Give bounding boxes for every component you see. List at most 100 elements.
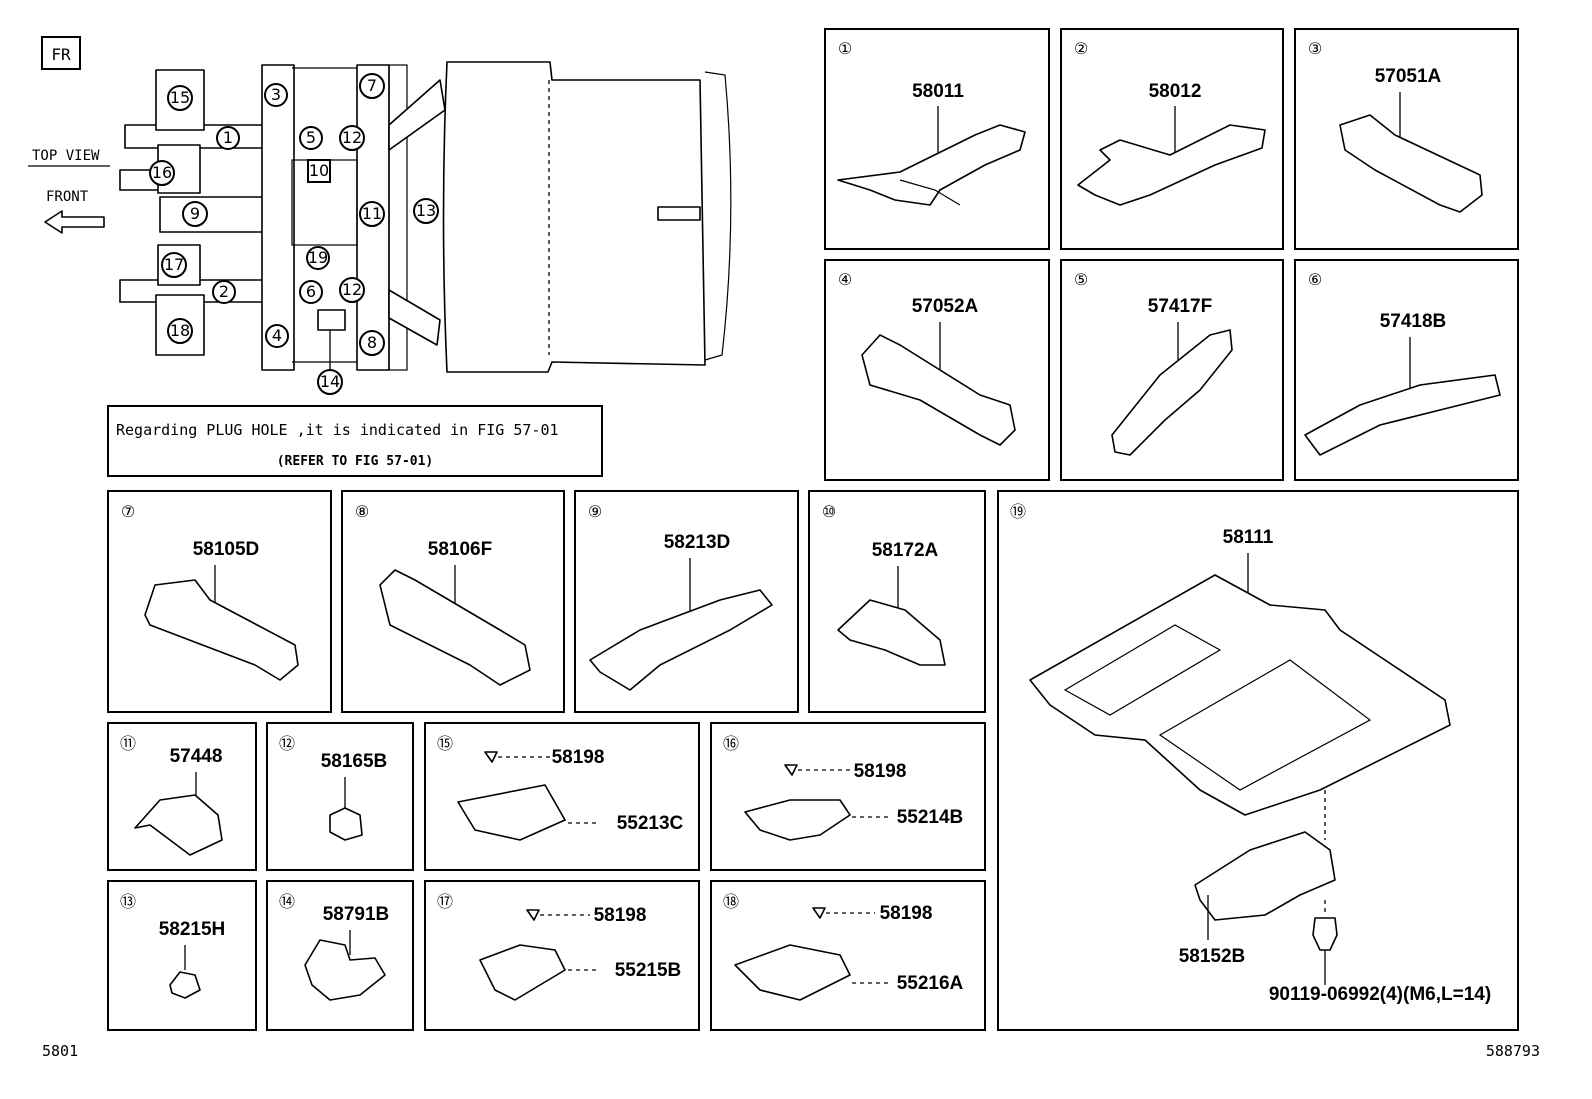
part-number: 58791B — [323, 904, 390, 925]
part-number: 55213C — [617, 813, 684, 834]
panel-19: ⑲ 58111 58152B 90119-06992(4)(M6,L=14) — [997, 490, 1519, 1031]
part-number: 55215B — [615, 960, 682, 981]
callout-3: 3 — [271, 85, 281, 104]
part-number-clip: 58198 — [854, 761, 907, 782]
panel-18: ⑱ 58198 55216A — [710, 880, 986, 1031]
part-number-clip: 58198 — [552, 747, 605, 768]
overview-diagram: FR TOP VIEW FRONT 15 1 3 5 7 — [28, 36, 732, 395]
part-number: 57052A — [912, 296, 979, 317]
callout-12a: 12 — [342, 128, 362, 147]
overview-callouts: 15 1 3 5 7 12 16 10 9 11 13 17 19 2 6 12… — [149, 73, 439, 395]
panel-num: ⑰ — [437, 892, 453, 911]
panel-num: ⑧ — [355, 502, 369, 521]
part-number: 55214B — [897, 807, 964, 828]
clip-icon — [812, 907, 826, 919]
part-number-90119: 90119-06992(4)(M6,L=14) — [1269, 984, 1491, 1005]
part-number: 58215H — [159, 919, 226, 940]
panel-15: ⑮ 58198 55213C — [424, 722, 700, 871]
panel-num: ⑯ — [723, 734, 739, 753]
part-number: 55216A — [897, 973, 964, 994]
part-number: 58011 — [912, 81, 964, 102]
callout-4: 4 — [272, 326, 282, 345]
panel-9: ⑨ 58213D — [574, 490, 799, 713]
clip-icon — [526, 909, 540, 921]
panel-1: ① 58011 — [824, 28, 1050, 250]
panel-7: ⑦ 58105D — [107, 490, 332, 713]
note-line-1: Regarding PLUG HOLE ,it is indicated in … — [116, 421, 559, 439]
callout-1: 1 — [223, 128, 233, 147]
clip-icon — [784, 764, 798, 776]
panel-num: ② — [1074, 39, 1088, 58]
note-line-2: (REFER TO FIG 57-01) — [277, 454, 434, 469]
floor-pan-shape — [1029, 574, 1451, 816]
callout-17: 17 — [164, 255, 184, 274]
callout-16: 16 — [152, 163, 172, 182]
panel-num: ⑱ — [723, 892, 739, 911]
panel-num: ⑥ — [1308, 270, 1322, 289]
callout-5: 5 — [306, 128, 316, 147]
part-number: 57448 — [170, 746, 223, 767]
callout-12b: 12 — [342, 280, 362, 299]
callout-2: 2 — [219, 282, 229, 301]
part-number: 57418B — [1380, 311, 1447, 332]
plug-hole-note — [107, 405, 603, 477]
part-number: 57417F — [1148, 296, 1212, 317]
panel-8: ⑧ 58106F — [341, 490, 565, 713]
bolt-icon — [1312, 917, 1338, 951]
panel-14: ⑭ 58791B — [266, 880, 414, 1031]
part-number: 58106F — [428, 539, 492, 560]
callout-7: 7 — [367, 76, 377, 95]
panel-3: ③ 57051A — [1294, 28, 1519, 250]
callout-14: 14 — [320, 372, 340, 391]
panel-17: ⑰ 58198 55215B — [424, 880, 700, 1031]
panel-num: ⑤ — [1074, 270, 1088, 289]
callout-9: 9 — [190, 204, 200, 223]
front-label: FRONT — [46, 189, 89, 205]
part-number-clip: 58198 — [594, 905, 647, 926]
panel-4: ④ 57052A — [824, 259, 1050, 481]
part-number: 57051A — [1375, 66, 1442, 87]
callout-13: 13 — [416, 201, 436, 220]
part-number: 58105D — [193, 539, 260, 560]
callout-15: 15 — [170, 88, 190, 107]
panel-num: ⑬ — [120, 892, 136, 911]
panel-5: ⑤ 57417F — [1060, 259, 1284, 481]
panel-11: ⑪ 57448 — [107, 722, 257, 871]
callout-8: 8 — [367, 333, 377, 352]
callout-6: 6 — [306, 282, 316, 301]
panel-num: ① — [838, 39, 852, 58]
panel-num: ⑪ — [120, 734, 136, 753]
footer-left-code: 5801 — [42, 1042, 78, 1060]
part-number: 58213D — [664, 532, 731, 553]
panel-12: ⑫ 58165B — [266, 722, 414, 871]
callout-11: 11 — [362, 204, 382, 223]
part-number-58152b: 58152B — [1179, 946, 1246, 967]
panel-num: ③ — [1308, 39, 1322, 58]
part-number: 58172A — [872, 540, 939, 561]
part-number: 58165B — [321, 751, 388, 772]
panel-2: ② 58012 — [1060, 28, 1284, 250]
top-view-label: TOP VIEW — [32, 148, 100, 164]
panel-num: ⑩ — [822, 502, 836, 521]
clip-icon — [484, 751, 498, 763]
panel-num: ⑮ — [437, 734, 453, 753]
panel-num: ⑲ — [1010, 502, 1026, 521]
callout-19: 19 — [308, 248, 328, 267]
panel-10: ⑩ 58172A — [808, 490, 986, 713]
panel-16: ⑯ 58198 55214B — [710, 722, 986, 871]
rear-floor-outline — [442, 61, 706, 373]
panel-num: ⑦ — [121, 502, 135, 521]
panel-num: ⑭ — [279, 892, 295, 911]
part-number-clip: 58198 — [880, 903, 933, 924]
fr-label: FR — [51, 45, 71, 64]
fr-box — [41, 36, 81, 70]
footer-right-code: 588793 — [1486, 1042, 1540, 1060]
panel-num: ④ — [838, 270, 852, 289]
panel-13: ⑬ 58215H — [107, 880, 257, 1031]
panel-6: ⑥ 57418B — [1294, 259, 1519, 481]
callout-10: 10 — [309, 161, 329, 180]
part-number: 58012 — [1149, 81, 1202, 102]
panel-num: ⑨ — [588, 502, 602, 521]
panel-num: ⑫ — [279, 734, 295, 753]
